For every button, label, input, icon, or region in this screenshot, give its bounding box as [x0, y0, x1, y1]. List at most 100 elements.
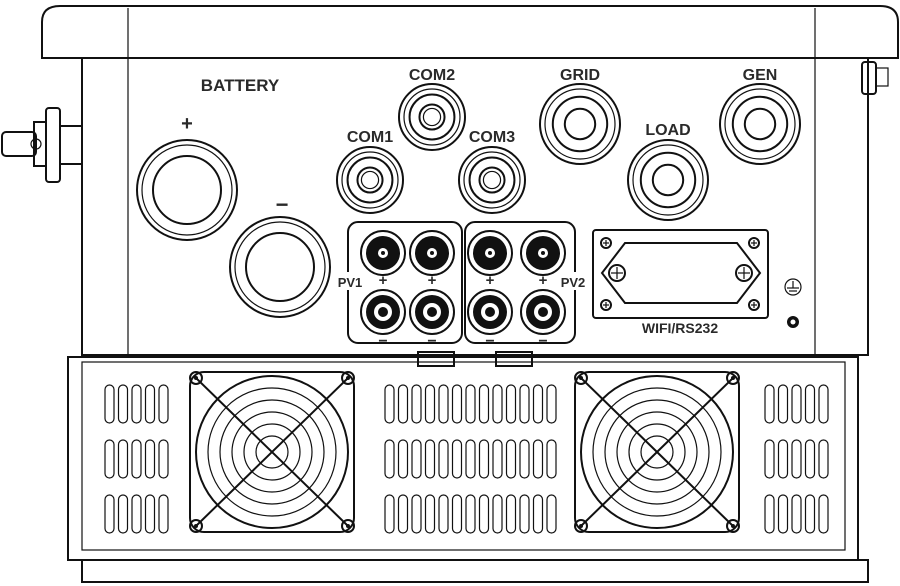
com3-port[interactable] — [458, 146, 526, 214]
vent-slot — [144, 494, 156, 534]
clip — [417, 351, 533, 367]
battery-minus-port[interactable] — [229, 216, 331, 318]
vent-slot — [411, 494, 422, 534]
vent-slot — [818, 439, 829, 479]
screw-icon — [735, 264, 753, 282]
vent-slot — [777, 494, 789, 534]
top-lid — [41, 5, 899, 59]
battery-label: BATTERY — [201, 76, 280, 95]
pv1-label: PV1 — [338, 275, 363, 290]
vent-slot — [397, 439, 409, 479]
pv1-positive-connector[interactable] — [409, 230, 455, 276]
vent-slot — [117, 494, 129, 534]
pv-plus-label: + — [379, 272, 388, 289]
screw-icon — [608, 264, 626, 282]
vent-slot — [546, 384, 557, 424]
battery-plus-label: + — [181, 113, 193, 135]
fan-screw-icon — [341, 371, 355, 385]
pv-plus-label: + — [428, 272, 437, 289]
vent-slot — [158, 439, 169, 479]
vent-slot — [764, 494, 775, 534]
load-label: LOAD — [645, 122, 690, 139]
screw-icon — [748, 299, 760, 311]
right-latch — [861, 61, 889, 95]
com1-port[interactable] — [336, 146, 404, 214]
vent-slot — [532, 494, 544, 534]
vent-slot — [492, 494, 503, 534]
com1-label: COM1 — [347, 129, 393, 146]
vent-slot — [411, 439, 422, 479]
grid-port[interactable] — [539, 83, 621, 165]
ground-icon — [784, 278, 802, 296]
vent-slot — [438, 384, 449, 424]
vent-slot — [451, 439, 463, 479]
vent-slot — [818, 494, 829, 534]
vent-slot — [777, 384, 789, 424]
load-port[interactable] — [627, 139, 709, 221]
vent-slot — [791, 439, 802, 479]
com2-label: COM2 — [409, 67, 455, 84]
dc-switch[interactable] — [1, 107, 83, 183]
vent-slot — [424, 439, 436, 479]
wifi-label: WIFI/RS232 — [642, 320, 718, 336]
vent-slot — [804, 494, 816, 534]
vent-slot — [104, 384, 115, 424]
right-fan — [574, 371, 740, 533]
grid-label: GRID — [560, 67, 600, 84]
vent-slot — [424, 494, 436, 534]
vent-slot — [465, 384, 476, 424]
vent-slot — [438, 439, 449, 479]
vent-slot — [451, 384, 463, 424]
fan-screw-icon — [189, 371, 203, 385]
vent-slot — [791, 384, 802, 424]
pv2-negative-connector[interactable] — [520, 289, 566, 335]
vent-slot — [144, 384, 156, 424]
vent-slot — [397, 384, 409, 424]
vent-slot — [384, 494, 395, 534]
pv1-positive-connector[interactable] — [360, 230, 406, 276]
pv2-label: PV2 — [561, 275, 586, 290]
vent-slot — [492, 384, 503, 424]
bottom-plate — [81, 559, 869, 583]
vent-slot — [104, 439, 115, 479]
gen-port[interactable] — [719, 83, 801, 165]
vent-slot — [478, 384, 490, 424]
heatsink-inner — [81, 361, 846, 551]
pv-minus-label: − — [427, 333, 436, 350]
pv2-positive-connector[interactable] — [520, 230, 566, 276]
pv-minus-label: − — [485, 333, 494, 350]
fan-screw-icon — [726, 519, 740, 533]
vent-slot — [532, 439, 544, 479]
fan-screw-icon — [341, 519, 355, 533]
vent-slot — [519, 439, 530, 479]
pv2-positive-connector[interactable] — [467, 230, 513, 276]
vent-slot — [384, 384, 395, 424]
left-fan — [189, 371, 355, 533]
vent-slot — [384, 439, 395, 479]
vent-slot — [478, 439, 490, 479]
battery-plus-port[interactable] — [136, 139, 238, 241]
vent-slot — [144, 439, 156, 479]
pv-plus-label: + — [486, 272, 495, 289]
vent-slot — [465, 494, 476, 534]
vent-slot — [777, 439, 789, 479]
wifi-rs232-port[interactable] — [592, 229, 769, 319]
gen-label: GEN — [743, 67, 778, 84]
vent-slot — [478, 494, 490, 534]
vent-slot — [438, 494, 449, 534]
fan-screw-icon — [189, 519, 203, 533]
screw-icon — [600, 237, 612, 249]
pv1-negative-connector[interactable] — [360, 289, 406, 335]
main-body — [81, 57, 869, 356]
com2-port[interactable] — [398, 83, 466, 151]
vent-slot — [519, 384, 530, 424]
vent-slot — [131, 384, 142, 424]
screw-icon — [748, 237, 760, 249]
pv2-negative-connector[interactable] — [467, 289, 513, 335]
pv1-negative-connector[interactable] — [409, 289, 455, 335]
vent-slot — [411, 384, 422, 424]
vent-slot — [424, 384, 436, 424]
vent-slot — [546, 439, 557, 479]
battery-minus-label: − — [276, 192, 289, 217]
